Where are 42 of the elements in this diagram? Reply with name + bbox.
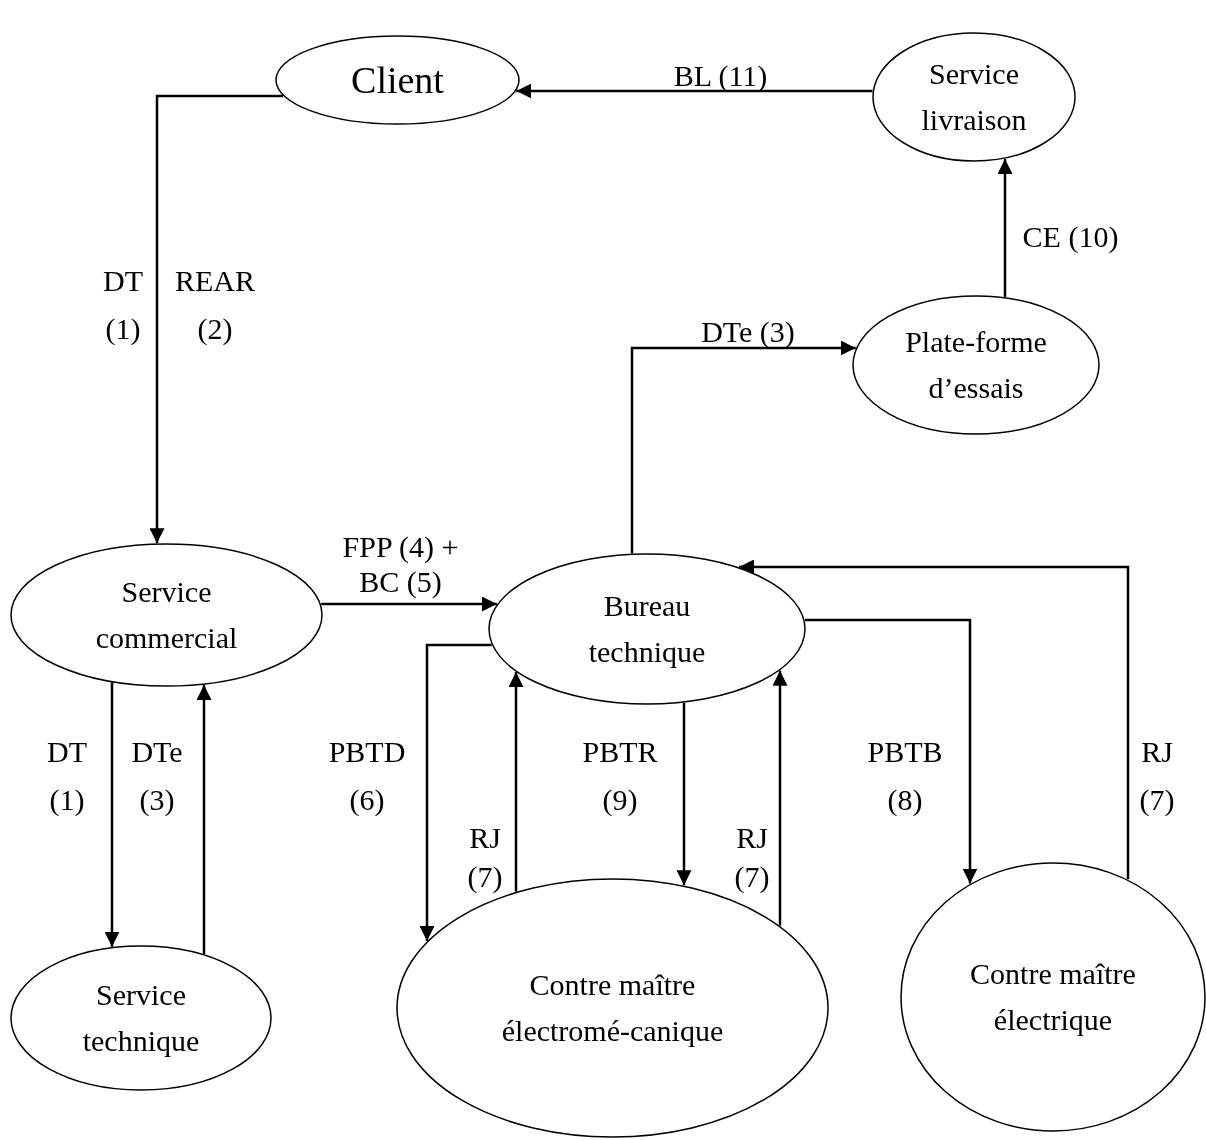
arrow xyxy=(738,559,1130,880)
node-label: Client xyxy=(350,57,445,103)
ellipse-node xyxy=(900,862,1206,1132)
node-label: Service technique xyxy=(81,976,201,1059)
ellipse-node xyxy=(852,295,1100,435)
arrow xyxy=(630,340,856,554)
ellipse-node xyxy=(488,553,806,705)
flow-label: REAR (2) xyxy=(174,263,256,347)
edge-label: PBTR (9) xyxy=(581,734,659,818)
node-label: Contre maître électromé-canique xyxy=(500,966,725,1049)
ellipse-node xyxy=(10,543,323,687)
arrow xyxy=(508,672,524,892)
arrow xyxy=(516,83,873,99)
edge-label: DTe (3) xyxy=(700,314,796,350)
node-label: Service livraison xyxy=(920,55,1028,138)
arrow xyxy=(196,684,212,954)
edge-label: DTe (3) xyxy=(130,734,184,818)
edge-label: DT (1) xyxy=(102,263,144,347)
arrow xyxy=(997,158,1013,297)
arrow xyxy=(772,670,788,926)
arrow xyxy=(321,596,497,612)
arrow xyxy=(676,702,692,886)
arrow xyxy=(104,682,120,947)
node-label: Bureau technique xyxy=(587,587,707,670)
edge-label: FPP (4) + BC (5) xyxy=(341,530,460,599)
ellipse-node xyxy=(10,945,272,1091)
edge-label: RJ (7) xyxy=(733,820,771,895)
edge-label: BL (11) xyxy=(672,58,769,94)
edge-label: PBTD (6) xyxy=(327,734,407,818)
edge-label: DT (1) xyxy=(46,734,88,818)
edge-label: RJ (7) xyxy=(466,820,504,895)
node-label: Contre maître électrique xyxy=(969,955,1137,1038)
arrow xyxy=(419,643,492,941)
arrow xyxy=(804,618,978,884)
node-label: Plate-forme d’essais xyxy=(904,323,1048,406)
ellipse-node xyxy=(872,32,1076,162)
edge-label: PBTB (8) xyxy=(866,734,944,818)
ellipse-node xyxy=(275,35,520,125)
edge-label: RJ (7) xyxy=(1138,734,1176,818)
node-label: Service commercial xyxy=(94,573,239,656)
arrow xyxy=(149,94,283,544)
edge-label: CE (10) xyxy=(1021,219,1120,255)
